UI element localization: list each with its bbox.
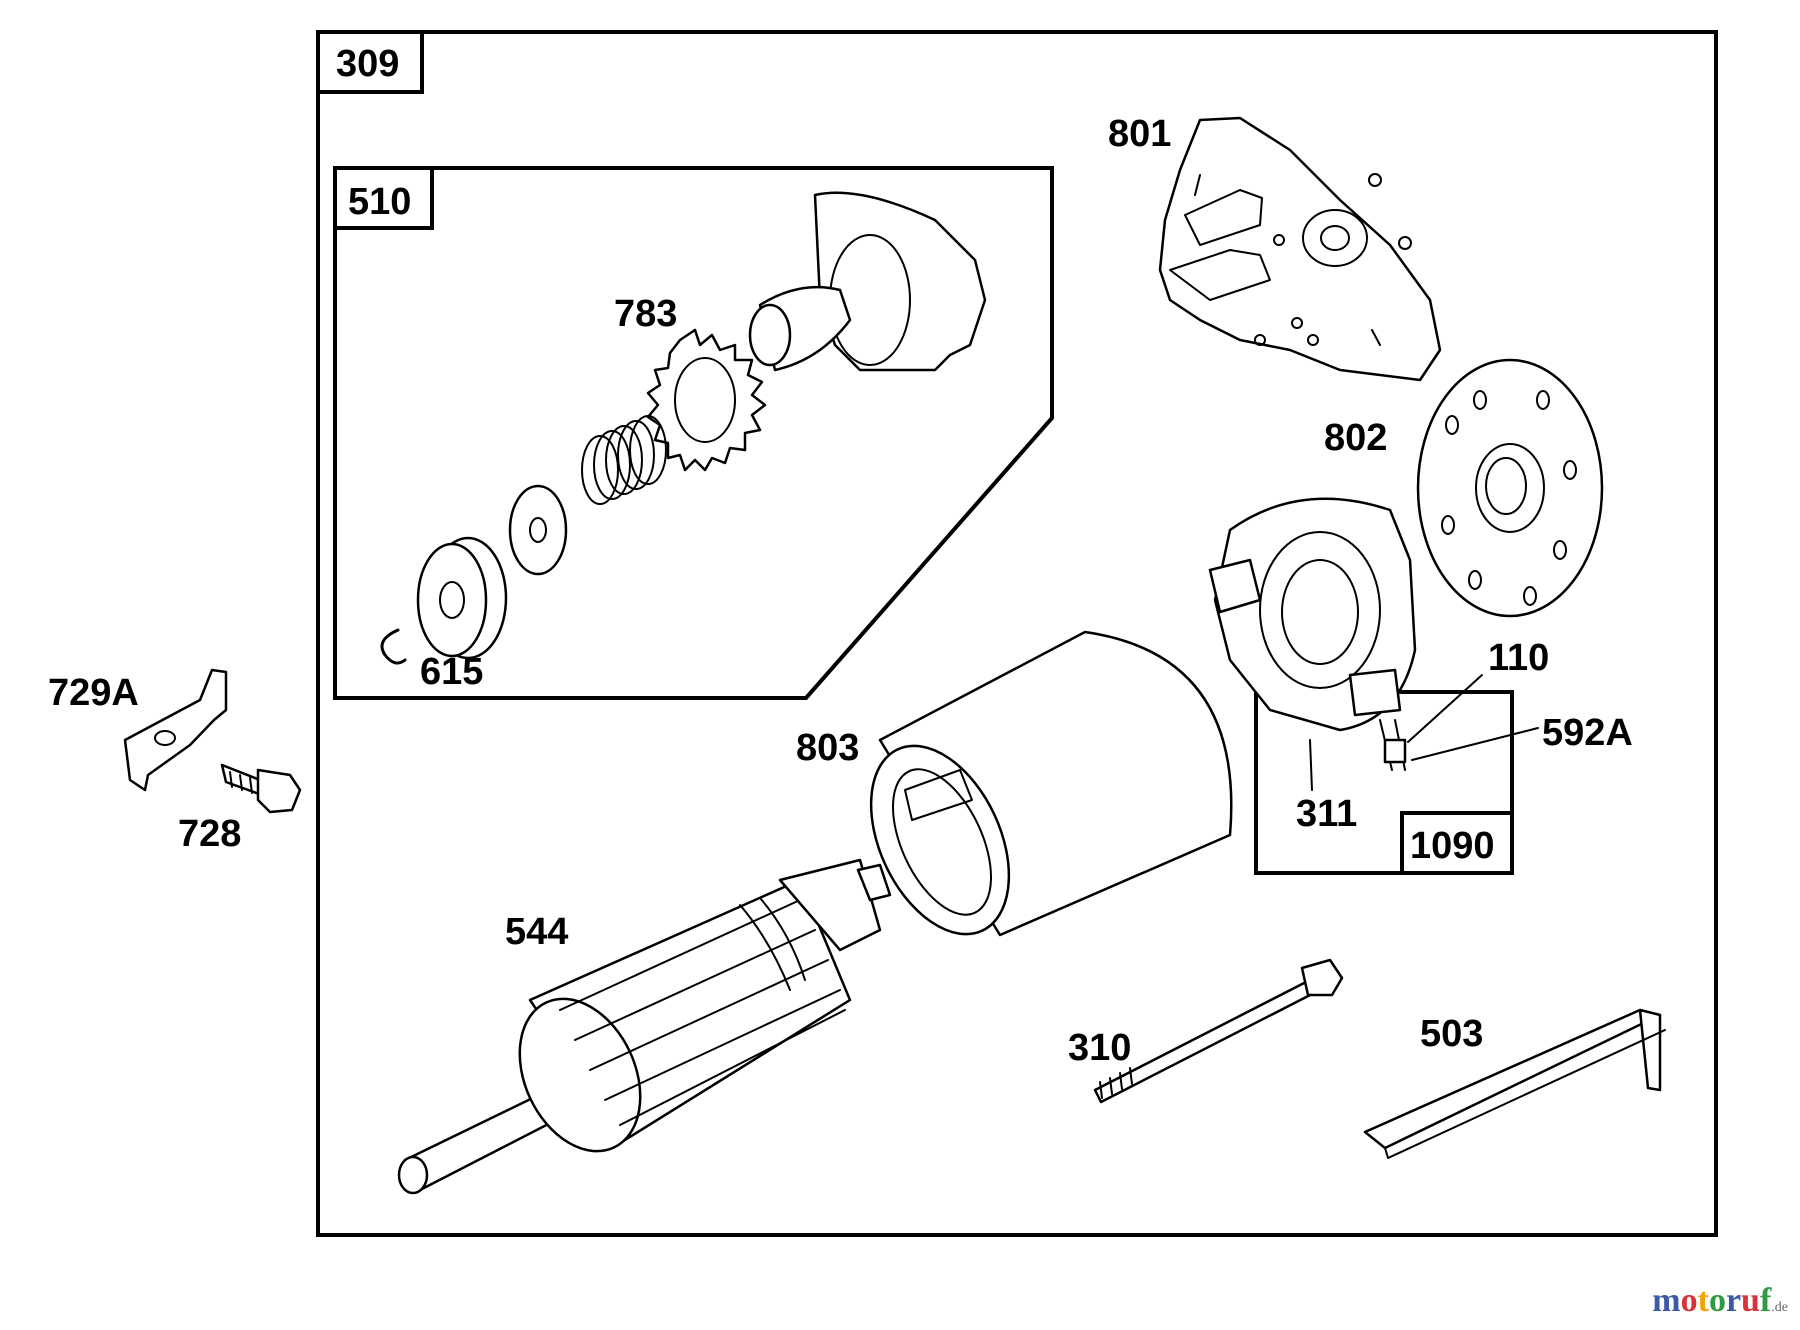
- label-309: 309: [336, 43, 399, 85]
- washer-drawing: [508, 484, 568, 576]
- watermark-letter: m: [1652, 1282, 1681, 1319]
- label-1090: 1090: [1410, 825, 1495, 867]
- frame-1090-tag: [1400, 811, 1514, 875]
- label-510: 510: [348, 181, 411, 223]
- label-728: 728: [178, 813, 241, 855]
- label-592a: 592A: [1542, 712, 1633, 754]
- label-803: 803: [796, 727, 859, 769]
- label-110: 110: [1488, 637, 1549, 679]
- label-310: 310: [1068, 1027, 1131, 1069]
- label-801: 801: [1108, 113, 1171, 155]
- end-cap-802-drawing: [1416, 358, 1604, 618]
- watermark-letter: o: [1680, 1282, 1698, 1319]
- frame-309: [316, 30, 1718, 1237]
- label-544: 544: [505, 911, 568, 953]
- frame-309-tag: [316, 30, 424, 94]
- brush-holder-1090-drawing: [1208, 497, 1417, 771]
- leader-lines: [1309, 674, 1539, 791]
- housing-803-drawing: [869, 630, 1233, 937]
- watermark-letter: r: [1725, 1282, 1742, 1319]
- watermark-letter: o: [1708, 1282, 1726, 1319]
- screw-728-drawing: [220, 763, 302, 814]
- label-783: 783: [614, 293, 677, 335]
- armature-544-drawing: [397, 858, 892, 1195]
- collar-drawing: [416, 536, 508, 660]
- watermark-letters: motoruf: [1652, 1282, 1771, 1319]
- through-bolt-310-drawing: [1093, 958, 1344, 1104]
- end-plate-801-drawing: [1158, 116, 1442, 382]
- spring-drawing: [581, 415, 667, 505]
- frame-510: [333, 166, 1054, 700]
- drive-gear-783-drawing: [646, 191, 987, 472]
- label-729a: 729A: [48, 672, 139, 714]
- watermark-letter: t: [1697, 1282, 1709, 1319]
- watermark-letter: u: [1741, 1282, 1760, 1319]
- label-311: 311: [1296, 793, 1357, 835]
- bracket-729a-drawing: [123, 668, 228, 792]
- watermark-letter: f: [1759, 1282, 1772, 1319]
- label-615: 615: [420, 651, 483, 693]
- strip-503-drawing: [1363, 1008, 1666, 1159]
- retaining-ring-615-drawing: [380, 628, 407, 665]
- site-watermark-logo: motoruf.de: [1652, 1282, 1788, 1320]
- label-802: 802: [1324, 417, 1387, 459]
- frame-510-tag: [333, 166, 434, 230]
- label-503: 503: [1420, 1013, 1483, 1055]
- watermark-tld: .de: [1771, 1300, 1788, 1315]
